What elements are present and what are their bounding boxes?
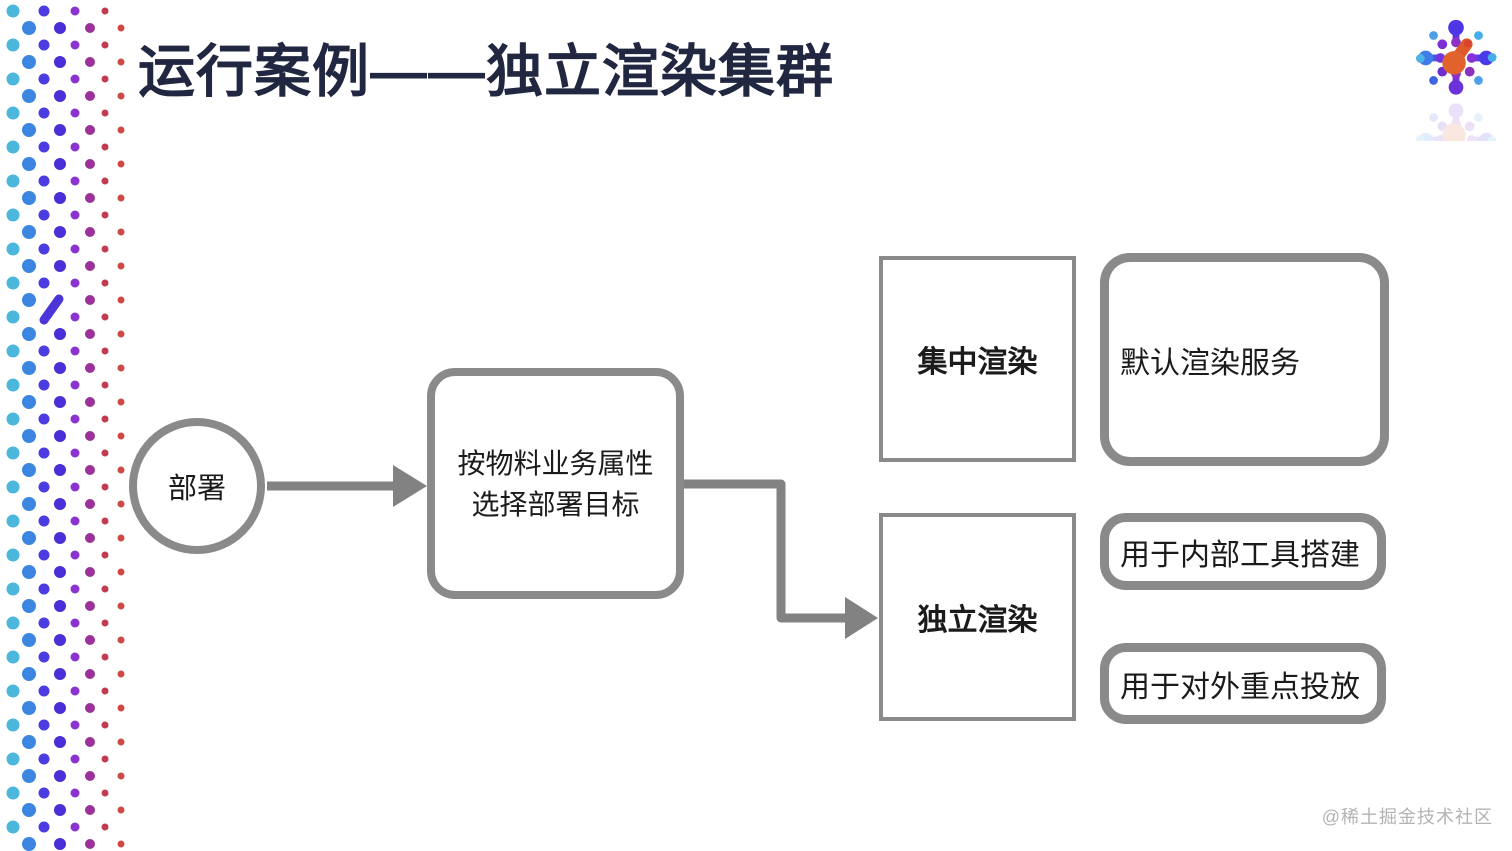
flow-node-external-campaign-label: 用于对外重点投放 [1120,670,1360,704]
flow-node-independent-render-label: 独立渲染 [917,604,1038,637]
elbow-arrow-icon [684,479,878,639]
flow-node-deploy-label: 部署 [167,473,226,505]
flow-node-independent-render: 独立渲染 [879,513,1076,721]
flow-node-default-render-service-label: 默认渲染服务 [1120,346,1300,380]
watermark: @稀土掘金技术社区 [1321,807,1493,827]
flow-node-decision: 按物料业务属性 选择部署目标 [427,368,684,599]
flow-node-default-render-service: 默认渲染服务 [1100,253,1389,466]
flow-node-deploy: 部署 [129,418,265,554]
dot-pattern-decoration [6,4,125,851]
slash-decoration [39,294,64,325]
flow-node-external-campaign: 用于对外重点投放 [1100,643,1386,724]
flow-node-internal-tools-label: 用于内部工具搭建 [1120,538,1360,572]
page-title: 运行案例——独立渲染集群 [138,40,834,104]
flow-node-decision-line1: 按物料业务属性 [457,447,654,479]
flow-node-central-render: 集中渲染 [879,256,1076,462]
flow-node-central-render-label: 集中渲染 [917,346,1038,379]
flow-node-internal-tools: 用于内部工具搭建 [1100,513,1386,590]
flow-node-decision-line2: 选择部署目标 [471,488,640,520]
starburst-logo-icon [1412,19,1500,141]
arrow-right-icon [267,465,427,507]
